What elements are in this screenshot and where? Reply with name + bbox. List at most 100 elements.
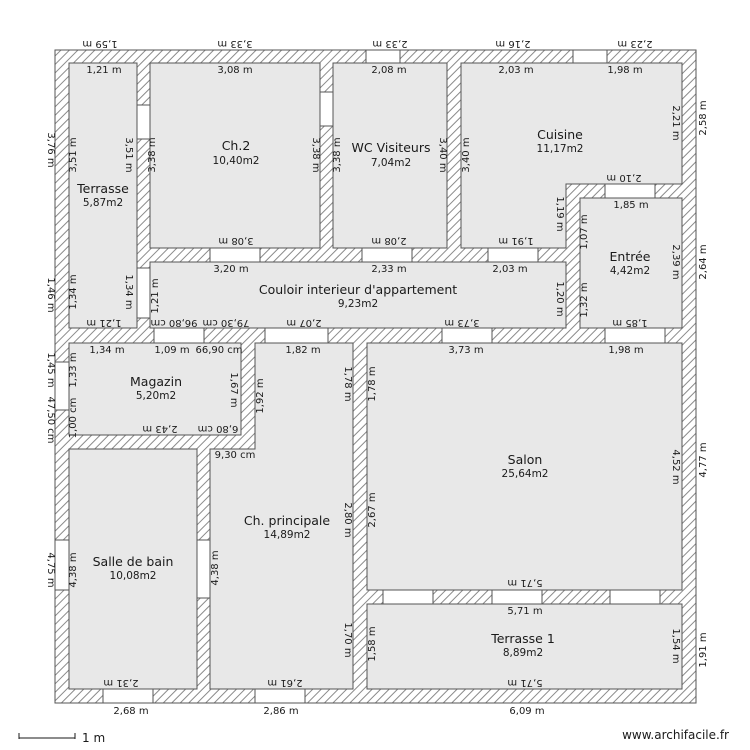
salon-area: 25,64m2 <box>502 468 549 480</box>
door-ch2-left <box>136 104 151 140</box>
dim-left-outer-2: 1,46 m <box>45 277 56 312</box>
dim-bottom-outer-1: 2,68 m <box>113 706 148 717</box>
wc-area: 7,04m2 <box>371 157 411 169</box>
scale-label: 1 m <box>82 731 105 745</box>
dim-top-outer-3: 2,33 m <box>372 38 407 49</box>
dim-int-2: 3,38 m <box>147 137 158 172</box>
dim-int-15: 1,91 m <box>498 235 533 246</box>
dim-int-11: 1,07 m <box>579 214 590 249</box>
terrasse-name: Terrasse <box>76 181 129 196</box>
dim-top-inner-5: 1,98 m <box>607 65 642 76</box>
dim-bottom-inner-2: 2,61 m <box>267 677 302 688</box>
dim-int-6: 3,40 m <box>461 137 472 172</box>
couloir-name: Couloir interieur d'appartement <box>259 282 457 297</box>
dim-int-33: 1,82 m <box>285 345 320 356</box>
salon-name: Salon <box>508 452 543 467</box>
watermark: www.archifacile.fr <box>622 728 729 742</box>
dim-left-outer-4: 47,50 cm <box>45 396 56 443</box>
room-magazin <box>68 342 242 436</box>
exterior-dimensions: 1,59 m 3,33 m 2,33 m 2,16 m 2,23 m 1,21 … <box>45 38 709 717</box>
dim-bottom-inner-1: 2,31 m <box>103 677 138 688</box>
door-magazin-top <box>153 327 205 344</box>
dim-int-40: 1,67 m <box>228 372 239 407</box>
dim-int-14: 2,08 m <box>371 235 406 246</box>
dim-int-29: 1,85 m <box>612 317 647 328</box>
dim-int-0: 3,51 m <box>68 137 79 172</box>
dim-top-outer-1: 1,59 m <box>82 38 117 49</box>
dim-int-46: 4,38 m <box>68 552 79 587</box>
interior-dimensions: 3,51 m 3,51 m 3,38 m 3,38 m 3,38 m 3,40 … <box>68 105 681 663</box>
ch2-name: Ch.2 <box>222 138 251 153</box>
room-couloir <box>149 261 567 329</box>
window-salon-3 <box>609 589 661 605</box>
dim-int-7: 2,21 m <box>670 105 681 140</box>
dim-int-13: 3,08 m <box>218 235 253 246</box>
room-ch2 <box>149 62 321 249</box>
openings <box>54 49 666 704</box>
dim-top-inner-3: 2,08 m <box>371 65 406 76</box>
dim-int-43: 1,78 m <box>342 366 353 401</box>
dim-int-34: 3,73 m <box>448 345 483 356</box>
window-salon-1 <box>382 589 434 605</box>
room-labels: Terrasse 5,87m2 Ch.2 10,40m2 WC Visiteur… <box>76 127 651 659</box>
dim-int-28: 1,32 m <box>579 282 590 317</box>
dim-int-31: 1,09 m <box>154 345 189 356</box>
entree-area: 4,42m2 <box>610 265 650 277</box>
dim-int-36: 1,33 m <box>68 352 79 387</box>
window-bottom-2 <box>254 688 306 704</box>
wc-name: WC Visiteurs <box>352 140 431 155</box>
terrasse1-area: 8,89m2 <box>503 647 543 659</box>
dim-int-41: 1,92 m <box>255 378 266 413</box>
magazin-area: 5,20m2 <box>136 390 176 402</box>
door-cuisine-bottom <box>487 247 539 263</box>
room-salle-bain <box>68 448 198 690</box>
dim-int-42: 9,30 cm <box>215 450 256 461</box>
dim-int-26: 3,73 m <box>444 317 479 328</box>
dim-int-17: 2,33 m <box>371 264 406 275</box>
room-entree <box>579 197 683 329</box>
cuisine-name: Cuisine <box>537 127 583 142</box>
dim-int-19: 1,34 m <box>68 274 79 309</box>
dim-int-37: 1,00 cm <box>68 398 79 439</box>
window-bottom-1 <box>102 688 154 704</box>
door-salon-top <box>441 327 493 344</box>
door-wc-left <box>319 91 334 127</box>
dim-int-8: 2,10 m <box>606 172 641 183</box>
dim-int-51: 5,71 m <box>507 606 542 617</box>
rooms <box>68 62 683 690</box>
dim-int-5: 3,40 m <box>437 137 448 172</box>
dim-int-10: 1,19 m <box>554 196 565 231</box>
couloir-area: 9,23m2 <box>338 298 378 310</box>
door-wc-bottom <box>361 247 413 263</box>
salle-bain-area: 10,08m2 <box>110 570 157 582</box>
door-entree-top <box>604 183 656 199</box>
cuisine-area: 11,17m2 <box>537 143 584 155</box>
window-top-cuisine <box>572 49 608 64</box>
room-ch-principale <box>209 342 354 690</box>
dim-top-outer-4: 2,16 m <box>495 38 530 49</box>
window-left-magazin <box>54 361 70 411</box>
dim-int-21: 1,21 m <box>86 317 121 328</box>
door-sdb-left <box>54 539 70 591</box>
entree-name: Entrée <box>610 249 651 264</box>
dim-int-16: 3,20 m <box>213 264 248 275</box>
room-terrasse <box>68 62 138 329</box>
dim-int-35: 1,98 m <box>608 345 643 356</box>
room-terrasse1 <box>366 603 683 690</box>
window-salon-2 <box>491 589 543 605</box>
scale-bar: 1 m <box>18 731 105 745</box>
dim-bottom-inner-3: 5,71 m <box>507 677 542 688</box>
dim-int-39: 6,80 cm <box>198 423 239 434</box>
salle-bain-name: Salle de bain <box>93 554 174 569</box>
dim-int-38: 2,43 m <box>142 423 177 434</box>
dim-int-30: 1,34 m <box>89 345 124 356</box>
door-ch2-bottom <box>209 247 261 263</box>
dim-int-52: 1,70 m <box>342 622 353 657</box>
ch-principale-area: 14,89m2 <box>264 529 311 541</box>
dim-int-48: 2,80 m <box>342 502 353 537</box>
door-terrasse-right <box>136 267 151 319</box>
door-chp-top <box>264 327 329 344</box>
window-top-wc <box>365 49 401 64</box>
dim-top-inner-4: 2,03 m <box>498 65 533 76</box>
